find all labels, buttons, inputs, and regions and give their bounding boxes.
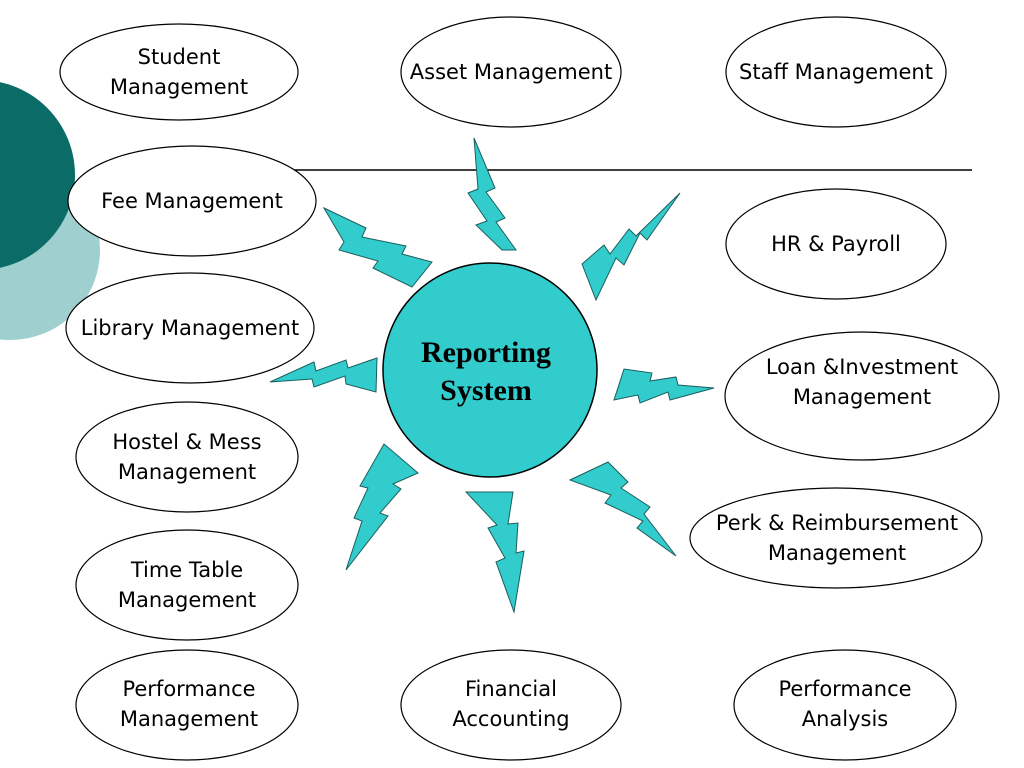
ellipse-perk-reimbursement[interactable] (689, 487, 983, 589)
bolt-from-library-management (269, 357, 378, 393)
ellipse-hr-payroll[interactable] (725, 188, 947, 300)
bolt-from-asset-management (467, 137, 517, 251)
reporting-system-circle[interactable] (382, 262, 598, 478)
ellipse-library-management[interactable] (65, 272, 315, 384)
bolt-from-financial-accounting (464, 491, 525, 614)
bolt-from-hostel-mess (345, 443, 419, 571)
ellipse-performance-management[interactable] (75, 649, 299, 761)
reporting-system-title: Reporting System (421, 336, 551, 407)
bolt-from-perk-reimbursement (568, 461, 677, 557)
bolt-from-fee-management (322, 206, 433, 288)
ellipse-fee-management[interactable] (67, 145, 317, 257)
ellipse-hostel-mess[interactable] (75, 401, 299, 513)
ellipse-time-table[interactable] (75, 529, 299, 641)
ellipse-performance-analysis[interactable] (733, 649, 957, 761)
ellipse-financial-accounting[interactable] (400, 649, 622, 761)
ellipse-loan-investment[interactable] (724, 331, 1000, 461)
ellipse-asset-management[interactable] (400, 16, 622, 128)
decor-circle-dark (0, 82, 75, 268)
ellipse-student-management[interactable] (59, 23, 299, 121)
ellipse-staff-management[interactable] (725, 16, 947, 128)
bolt-from-loan-investment (613, 368, 715, 404)
bolt-from-staff-management (581, 192, 681, 302)
